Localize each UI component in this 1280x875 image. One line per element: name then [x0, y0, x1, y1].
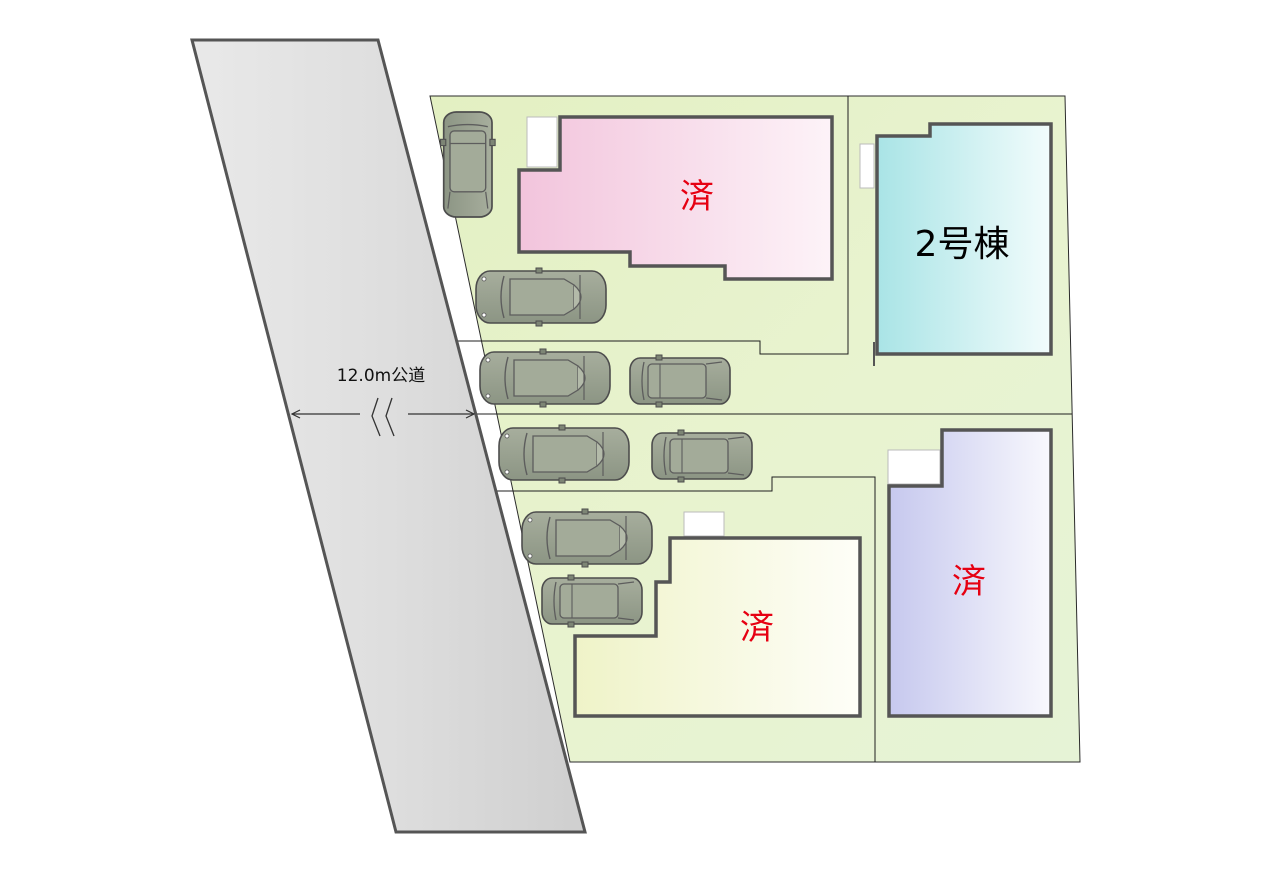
porch: [887, 449, 941, 485]
lot-bottom-left[interactable]: 済: [573, 511, 862, 718]
building-top-left: [517, 115, 834, 281]
lot-house-label: 2号棟: [915, 224, 1010, 265]
porch: [683, 511, 725, 537]
car-icon: [479, 348, 611, 408]
porch: [859, 143, 875, 189]
car-icon: [541, 574, 643, 628]
car-icon: [498, 424, 630, 484]
road-width-dimension: [290, 409, 476, 419]
car-icon: [651, 429, 753, 483]
lot-bottom-right[interactable]: 済: [887, 428, 1053, 718]
car-icon: [629, 354, 731, 408]
building-top-right: [875, 122, 1053, 356]
car-icon: [439, 111, 496, 218]
lot-status-label: 済: [952, 562, 986, 602]
lot-top-left[interactable]: 済: [517, 115, 834, 281]
lot-boundaries: [458, 96, 1072, 762]
car-icon: [475, 267, 607, 327]
building-bottom-right: [887, 428, 1053, 718]
lot-status-label: 済: [680, 177, 714, 217]
break-mark-icon: [371, 397, 395, 437]
lot-top-right[interactable]: 2号棟: [859, 122, 1053, 366]
car-icon: [521, 508, 653, 568]
public-road: [190, 38, 587, 834]
road-label: 12.0m公道: [337, 366, 425, 386]
building-bottom-left: [573, 536, 862, 718]
porch: [526, 116, 558, 168]
lot-status-label: 済: [740, 608, 774, 648]
